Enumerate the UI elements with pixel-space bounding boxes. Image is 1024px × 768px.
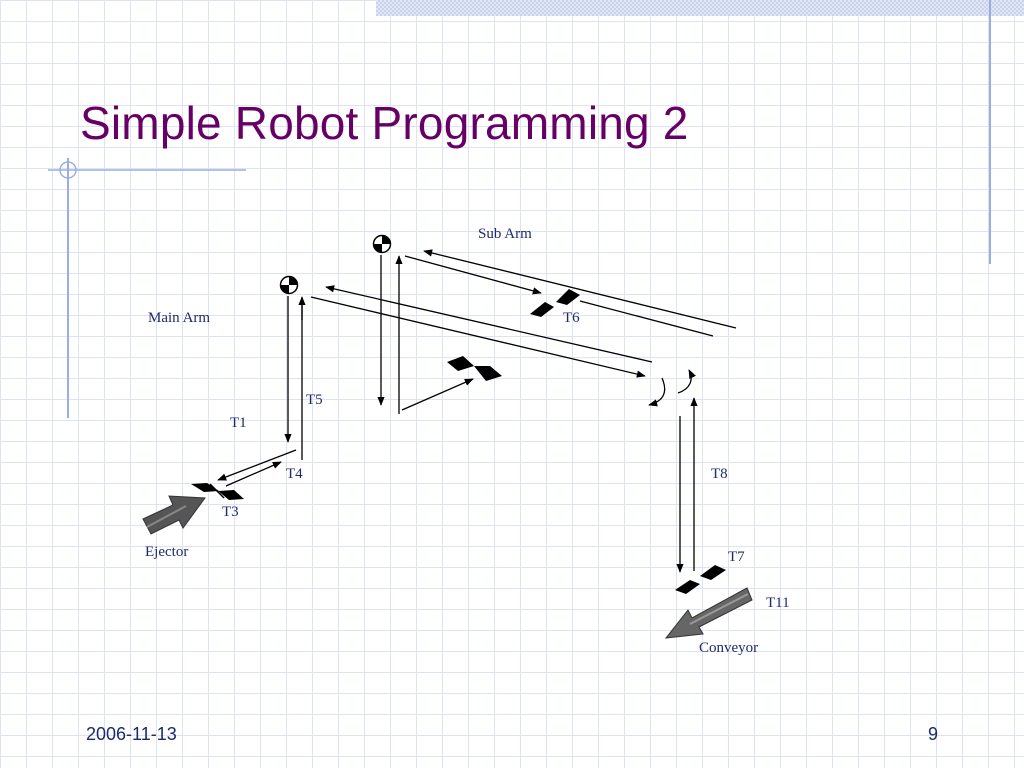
main-arm-home-marker — [279, 275, 299, 295]
t3-gripper-symbol — [191, 483, 244, 500]
sub-arm-label: Sub Arm — [478, 226, 532, 242]
t1-bottom-arrow — [217, 449, 297, 481]
sub-arm-home-marker — [372, 234, 392, 254]
turn-arrow-left — [648, 377, 666, 407]
conveyor-label: Conveyor — [699, 640, 758, 656]
t6-label: T6 — [563, 310, 580, 326]
t6-gripper-symbol — [530, 289, 580, 317]
sub-arm-diagonal-arrow — [401, 378, 474, 411]
ejector-label: Ejector — [145, 544, 188, 560]
ejector-arrow — [142, 495, 206, 535]
t1-label: T1 — [230, 415, 247, 431]
conveyor-arrow — [664, 587, 753, 639]
page-number: 9 — [927, 724, 938, 744]
sub-arm-return-line — [579, 300, 714, 337]
sub-arm-gripper-symbol — [447, 356, 502, 381]
t8-label: T8 — [711, 466, 728, 482]
top-pattern-band — [376, 0, 1024, 16]
main-arm-traverse-arrow — [325, 285, 653, 363]
main-arm-traverse-return-arrow — [310, 296, 646, 378]
sub-arm-traverse-line — [423, 249, 737, 329]
t4-label: T4 — [286, 466, 303, 482]
t11-label: T11 — [766, 595, 790, 611]
turn-arrow-right — [677, 369, 696, 394]
main-arm-label: Main Arm — [148, 310, 210, 326]
t3-label: T3 — [222, 504, 239, 520]
t7-gripper-symbol — [675, 565, 726, 594]
t5-label: T5 — [306, 392, 323, 408]
t4-arrow — [225, 461, 282, 487]
sub-arm-short-arrow — [404, 255, 542, 295]
footer-date: 2006-11-13 — [86, 724, 177, 744]
slide-title: Simple Robot Programming 2 — [80, 97, 689, 149]
t7-label: T7 — [728, 549, 745, 565]
